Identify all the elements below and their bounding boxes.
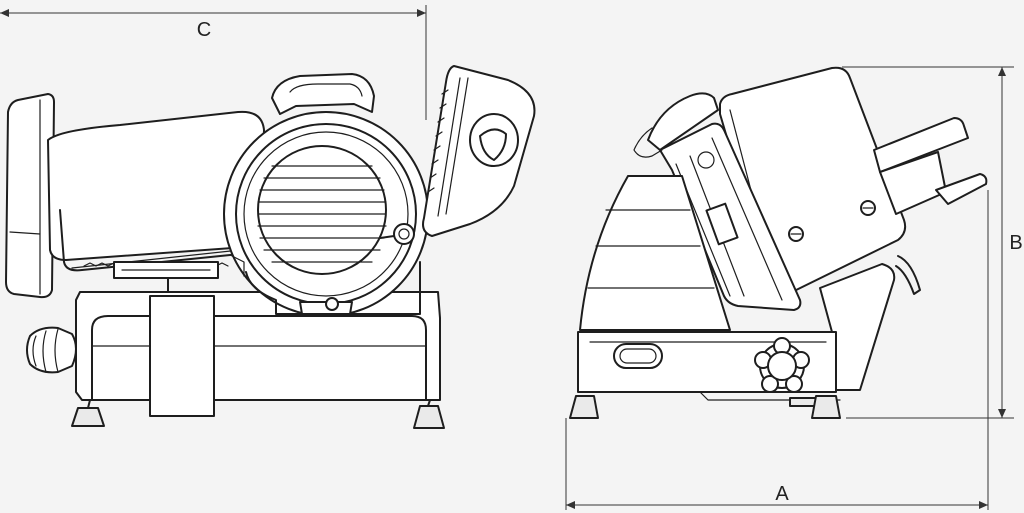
blade-guard-handle — [271, 73, 375, 115]
front-foot-right — [413, 405, 445, 429]
side-view — [569, 66, 988, 419]
dimension-a: A — [565, 190, 989, 510]
dimension-b-label: B — [1009, 232, 1022, 254]
dimension-c: C — [0, 5, 427, 120]
dimension-b: B — [842, 66, 1023, 419]
carriage-handle-knob — [26, 326, 77, 374]
side-foot-right — [811, 395, 841, 419]
blade-grille — [257, 145, 387, 275]
carriage-tray — [47, 110, 265, 261]
rear-shaft-lower — [935, 173, 988, 205]
dimension-c-label: C — [197, 19, 211, 41]
sharpener-pivot-knob — [393, 223, 415, 245]
rear-shaft-upper — [873, 117, 969, 173]
thickness-adjust-knob — [754, 337, 810, 393]
side-foot-left — [569, 395, 599, 419]
dimension-a-label: A — [775, 483, 789, 505]
base-oval-slot — [613, 343, 663, 369]
blade-hub — [705, 202, 739, 246]
front-view — [5, 65, 536, 429]
blade-guard-top — [647, 92, 719, 151]
front-foot-left — [71, 407, 105, 427]
rear-support — [819, 263, 896, 391]
side-pedestal — [579, 175, 731, 331]
front-base-panel — [149, 295, 215, 417]
grille-slats — [257, 165, 387, 263]
carriage-end-plate — [5, 93, 55, 299]
